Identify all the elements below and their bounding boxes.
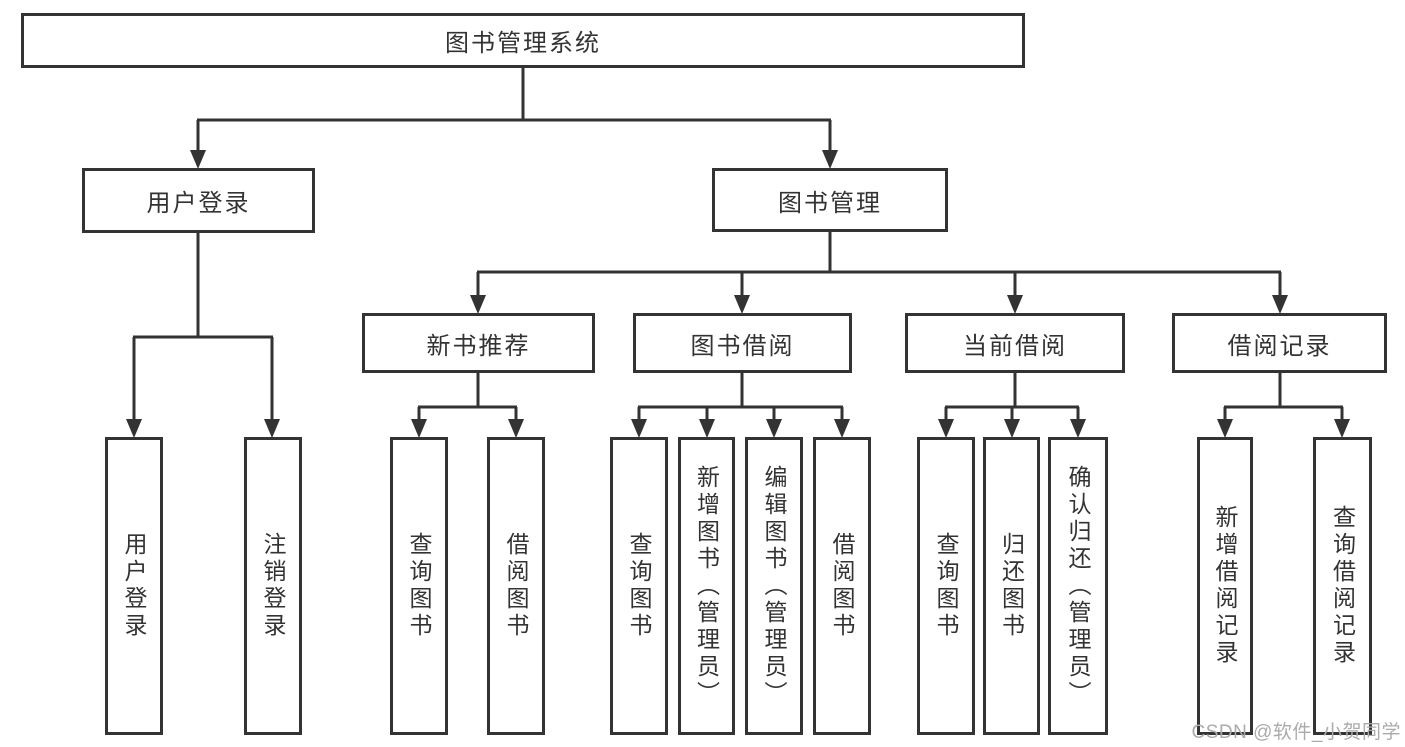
- node-root: 图书管理系统: [21, 13, 1025, 68]
- connector-shafts: [132, 68, 1344, 421]
- node-root-label: 图书管理系统: [445, 30, 601, 57]
- node-current-borrowing-label: 当前借阅: [963, 332, 1067, 360]
- node-borrowing-records-label: 借阅记录: [1227, 332, 1332, 360]
- leaf-nb-borrow-books: 借阅图书: [487, 437, 545, 735]
- leaf-logout: 注销登录: [244, 437, 302, 735]
- leaf-bb-query-books-label: 查询图书: [626, 532, 652, 640]
- leaf-br-query-record: 查询借阅记录: [1313, 437, 1372, 735]
- leaf-br-add-record: 新增借阅记录: [1197, 437, 1253, 735]
- node-book-management: 图书管理: [712, 168, 948, 232]
- leaf-br-add-record-label: 新增借阅记录: [1212, 505, 1238, 667]
- leaf-bb-edit-books: 编辑图书（管理员）: [745, 437, 803, 735]
- csdn-watermark: CSDN @软件_小贺同学: [1191, 722, 1401, 743]
- leaf-bb-edit-books-label: 编辑图书（管理员）: [761, 464, 787, 708]
- leaf-bb-query-books: 查询图书: [610, 437, 668, 735]
- leaf-nb-query-books: 查询图书: [390, 437, 448, 735]
- leaf-bb-borrow-books: 借阅图书: [813, 437, 871, 735]
- node-user-login: 用户登录: [82, 168, 315, 233]
- leaf-bb-borrow-books-label: 借阅图书: [829, 532, 855, 640]
- leaf-nb-query-books-label: 查询图书: [406, 532, 432, 640]
- leaf-cb-return-books: 归还图书: [983, 437, 1040, 735]
- node-book-management-label: 图书管理: [778, 189, 882, 217]
- leaf-logout-label: 注销登录: [260, 532, 286, 640]
- leaf-cb-confirm-return: 确认归还（管理员）: [1048, 437, 1108, 735]
- leaf-br-query-record-label: 查询借阅记录: [1329, 505, 1356, 667]
- node-new-book-recommend-label: 新书推荐: [426, 332, 531, 360]
- leaf-cb-query-books-label: 查询图书: [933, 532, 959, 640]
- node-user-login-label: 用户登录: [146, 190, 251, 217]
- leaf-cb-confirm-return-label: 确认归还（管理员）: [1065, 464, 1091, 708]
- node-new-book-recommend: 新书推荐: [362, 313, 595, 373]
- leaf-bb-add-books: 新增图书（管理员）: [678, 437, 735, 735]
- leaf-cb-query-books: 查询图书: [917, 437, 975, 735]
- leaf-user-login-label: 用户登录: [121, 532, 147, 640]
- node-current-borrowing: 当前借阅: [905, 313, 1125, 373]
- leaf-cb-return-books-label: 归还图书: [998, 532, 1025, 640]
- node-book-borrowing: 图书借阅: [633, 313, 852, 373]
- leaf-bb-add-books-label: 新增图书（管理员）: [693, 464, 720, 708]
- leaf-nb-borrow-books-label: 借阅图书: [503, 532, 529, 640]
- node-borrowing-records: 借阅记录: [1172, 313, 1387, 373]
- leaf-user-login: 用户登录: [105, 437, 163, 735]
- node-book-borrowing-label: 图书借阅: [690, 332, 795, 360]
